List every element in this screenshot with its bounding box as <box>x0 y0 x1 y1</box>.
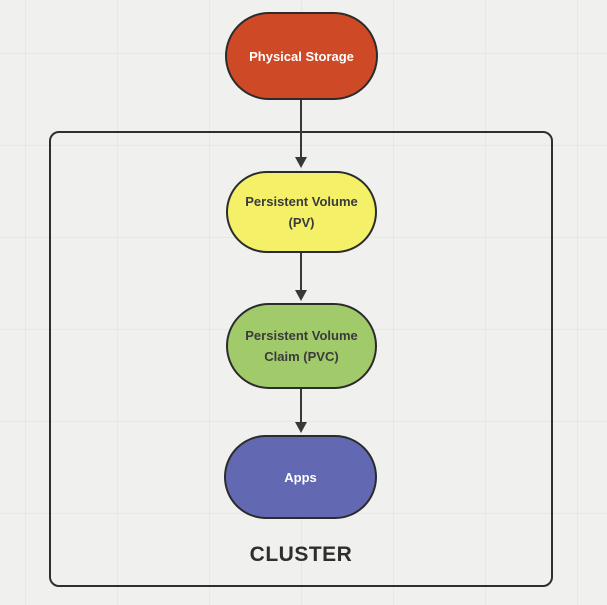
arrow-head-icon <box>295 157 307 168</box>
arrow-line <box>300 389 302 424</box>
node-label-apps: Apps <box>284 469 317 485</box>
arrow-pvc-to-apps <box>294 389 308 433</box>
arrow-physical-storage-to-pv <box>294 100 308 168</box>
node-label-persistent-volume-claim: Persistent Volume Claim (PVC) <box>245 328 358 364</box>
arrow-head-icon <box>295 290 307 301</box>
arrow-line <box>300 100 302 159</box>
node-persistent-volume: Persistent Volume (PV) <box>226 171 377 253</box>
node-label-persistent-volume: Persistent Volume (PV) <box>245 194 358 230</box>
cluster-label: CLUSTER <box>249 543 353 566</box>
node-physical-storage: Physical Storage <box>225 12 378 100</box>
arrow-line <box>300 253 302 292</box>
arrow-head-icon <box>295 422 307 433</box>
node-persistent-volume-claim: Persistent Volume Claim (PVC) <box>226 303 377 389</box>
node-label-physical-storage: Physical Storage <box>249 48 354 64</box>
arrow-pv-to-pvc <box>294 253 308 301</box>
node-apps: Apps <box>224 435 377 519</box>
